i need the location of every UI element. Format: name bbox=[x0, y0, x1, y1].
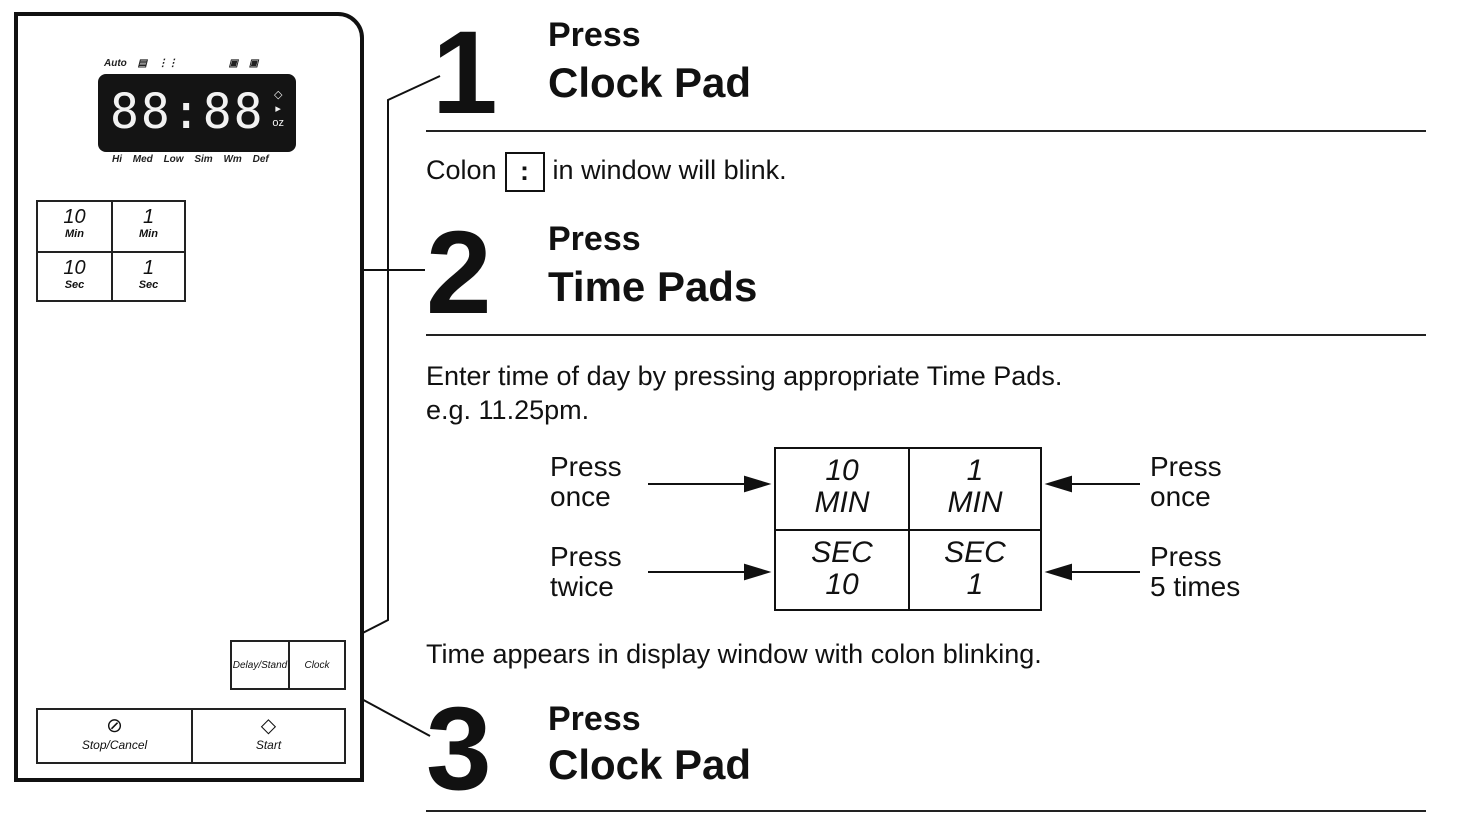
divider bbox=[426, 334, 1426, 336]
step-1-pad: Clock Pad bbox=[548, 59, 752, 106]
divider bbox=[426, 130, 1426, 132]
power-indicators: Hi Med Low Sim Wm Def bbox=[112, 154, 277, 165]
stop-start-buttons: ⊘ Stop/Cancel ◇ Start bbox=[36, 708, 346, 764]
step-2-press: Press bbox=[548, 220, 641, 258]
pad-10-sec[interactable]: 10 Sec bbox=[38, 251, 111, 300]
indicator-low: Low bbox=[163, 154, 184, 165]
indicator-warm: Wm bbox=[223, 154, 242, 165]
step-3-number: 3 bbox=[426, 683, 492, 815]
step-3-pad: Clock Pad bbox=[548, 741, 752, 788]
start-button[interactable]: ◇ Start bbox=[193, 710, 344, 762]
top-indicators: Auto ▤ ⋮⋮ ▣ ▣ bbox=[104, 58, 266, 69]
play-icon: ▸ bbox=[275, 103, 281, 115]
display-unit: oz bbox=[272, 117, 284, 129]
pad-1-min[interactable]: 1 Min bbox=[111, 202, 184, 251]
display-digits: 88:88 bbox=[110, 84, 265, 140]
label-press-once-left: Press once bbox=[550, 451, 622, 512]
example-text: e.g. 11.25pm. bbox=[426, 395, 590, 425]
indicator-hi: Hi bbox=[112, 154, 122, 165]
time-appears-text: Time appears in display window with colo… bbox=[426, 639, 1042, 669]
label-press-5-times: Press 5 times bbox=[1150, 541, 1241, 602]
stop-cancel-label: Stop/Cancel bbox=[81, 738, 148, 752]
indicator-auto: Auto bbox=[104, 58, 127, 69]
label-press-twice: Press twice bbox=[550, 541, 622, 602]
stop-icon: ⊘ bbox=[106, 715, 123, 737]
indicator-med: Med bbox=[132, 154, 153, 165]
colon-instruction: Colon:in window will blink. bbox=[426, 152, 787, 192]
grill-icon: ⋮⋮ bbox=[157, 58, 178, 69]
start-label: Start bbox=[255, 738, 282, 752]
mode-icon: ▣ bbox=[228, 58, 239, 69]
delay-clock-buttons: Delay/Stand Clock bbox=[230, 640, 346, 690]
indicator-sim: Sim bbox=[194, 154, 213, 165]
oven-icon: ▤ bbox=[137, 58, 148, 69]
clock-button[interactable]: Clock bbox=[304, 659, 330, 671]
lcd-display: 88:88 ◇ ▸ oz bbox=[98, 74, 296, 152]
stop-cancel-button[interactable]: ⊘ Stop/Cancel bbox=[38, 710, 193, 762]
time-pad-grid: 10 Min 1 Min 10 Sec 1 Sec bbox=[36, 200, 186, 302]
colon-symbol: : bbox=[504, 152, 545, 192]
clock-mode-icon: ▣ bbox=[248, 58, 259, 69]
step-2-number: 2 bbox=[426, 207, 492, 339]
label-press-once-right: Press once bbox=[1150, 451, 1222, 512]
enter-instruction: Enter time of day by pressing appropriat… bbox=[426, 361, 1063, 391]
divider bbox=[426, 810, 1426, 812]
step-3-press: Press bbox=[548, 700, 641, 738]
step-1-press: Press bbox=[548, 16, 641, 54]
start-symbol-icon: ◇ bbox=[273, 89, 283, 101]
step-1-number: 1 bbox=[432, 7, 498, 139]
step-2-pad: Time Pads bbox=[548, 263, 758, 310]
pad-10-min[interactable]: 10 Min bbox=[63, 206, 86, 240]
delay-stand-button[interactable]: Delay/Stand bbox=[232, 642, 290, 688]
pad-1-sec[interactable]: 1 Sec bbox=[111, 251, 184, 300]
indicator-def: Def bbox=[252, 154, 269, 165]
start-icon: ◇ bbox=[260, 715, 277, 737]
